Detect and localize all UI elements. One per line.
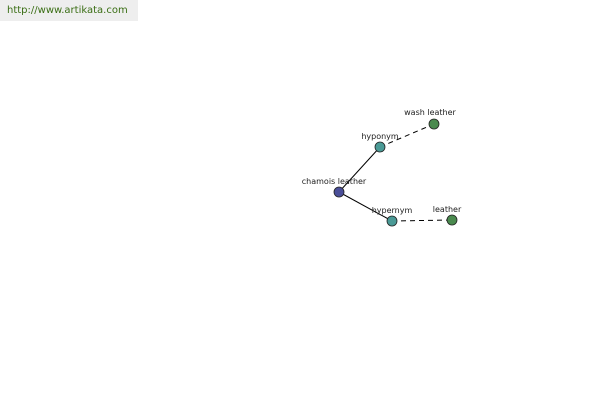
node-label-wash-leather[interactable]: wash leather xyxy=(404,108,456,117)
edge-root-hyponym xyxy=(338,146,381,193)
graph-nodes xyxy=(333,118,458,227)
node-wash-leather[interactable] xyxy=(428,118,440,130)
node-label-root[interactable]: chamois leather xyxy=(302,177,367,186)
graph-labels: chamois leather hyponym hypernym wash leath… xyxy=(302,108,462,215)
node-label-hyponym[interactable]: hyponym xyxy=(361,132,399,141)
site-link[interactable]: http://www.artikata.com xyxy=(7,5,128,16)
node-hypernym[interactable] xyxy=(386,215,398,227)
graph-edges xyxy=(338,123,453,222)
node-hyponym[interactable] xyxy=(374,141,386,153)
node-label-hypernym[interactable]: hypernym xyxy=(372,206,413,215)
edge-root-hypernym xyxy=(338,191,393,222)
node-leather[interactable] xyxy=(446,214,458,226)
site-header: http://www.artikata.com xyxy=(0,0,138,21)
edge-hypernym-leather xyxy=(391,219,453,222)
node-label-leather[interactable]: leather xyxy=(433,205,462,214)
edge-hyponym-wash_leather xyxy=(379,123,435,148)
node-root[interactable] xyxy=(333,186,345,198)
